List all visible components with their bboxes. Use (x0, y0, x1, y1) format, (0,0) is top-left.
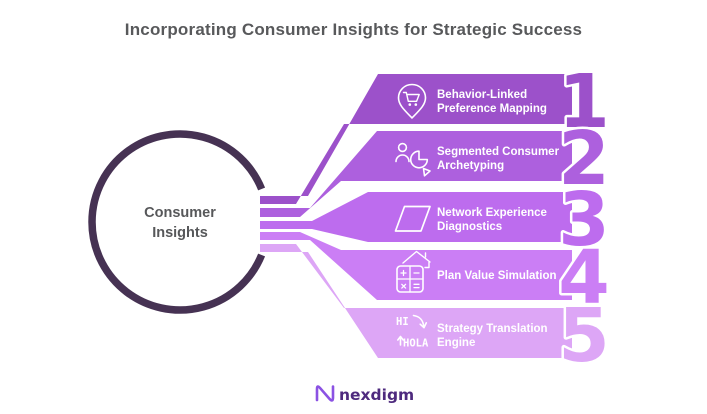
item-number-5: 5 (558, 293, 610, 379)
ribbon-item-3 (260, 192, 572, 242)
hub-ring (88, 130, 266, 314)
translation-from-text: HI (396, 316, 409, 328)
nexdigm-logo: nexdigm (315, 385, 414, 404)
item-label-3-line1: Network Experience (437, 207, 547, 219)
item-number-4: 4 (558, 235, 610, 321)
nexdigm-wordmark: nexdigm (339, 386, 414, 404)
item-label-5-line2: Engine (437, 337, 475, 349)
nexdigm-logo-mark (315, 385, 335, 402)
item-label-5-line1: Strategy Translation (437, 323, 548, 335)
parallelogram-icon (394, 205, 431, 232)
hub-label-line2: Insights (152, 225, 208, 241)
item-number-2: 2 (558, 116, 610, 202)
ribbon-item-1 (260, 74, 572, 204)
translation-to-text: HOLA (403, 338, 429, 350)
page-title: Incorporating Consumer Insights for Stra… (124, 20, 583, 39)
item-label-1-line2: Preference Mapping (437, 103, 547, 115)
item-number-3: 3 (558, 177, 610, 263)
item-label-4-line1: Plan Value Simulation (437, 270, 557, 282)
ribbon-item-5 (260, 244, 572, 358)
item-label-1-line1: Behavior-Linked (437, 89, 527, 101)
translation-icon: HI HOLA (396, 314, 429, 350)
house-calculator-icon (396, 250, 431, 293)
item-label-2-line2: Archetyping (437, 160, 504, 172)
map-pin-cart-icon (397, 83, 427, 119)
ribbon-item-2 (260, 131, 572, 217)
person-pie-chart-icon (395, 142, 431, 177)
hub-label-line1: Consumer (144, 205, 216, 221)
item-label-2-line1: Segmented Consumer (437, 146, 560, 158)
item-label-3-line2: Diagnostics (437, 221, 502, 233)
item-number-1: 1 (558, 59, 610, 145)
